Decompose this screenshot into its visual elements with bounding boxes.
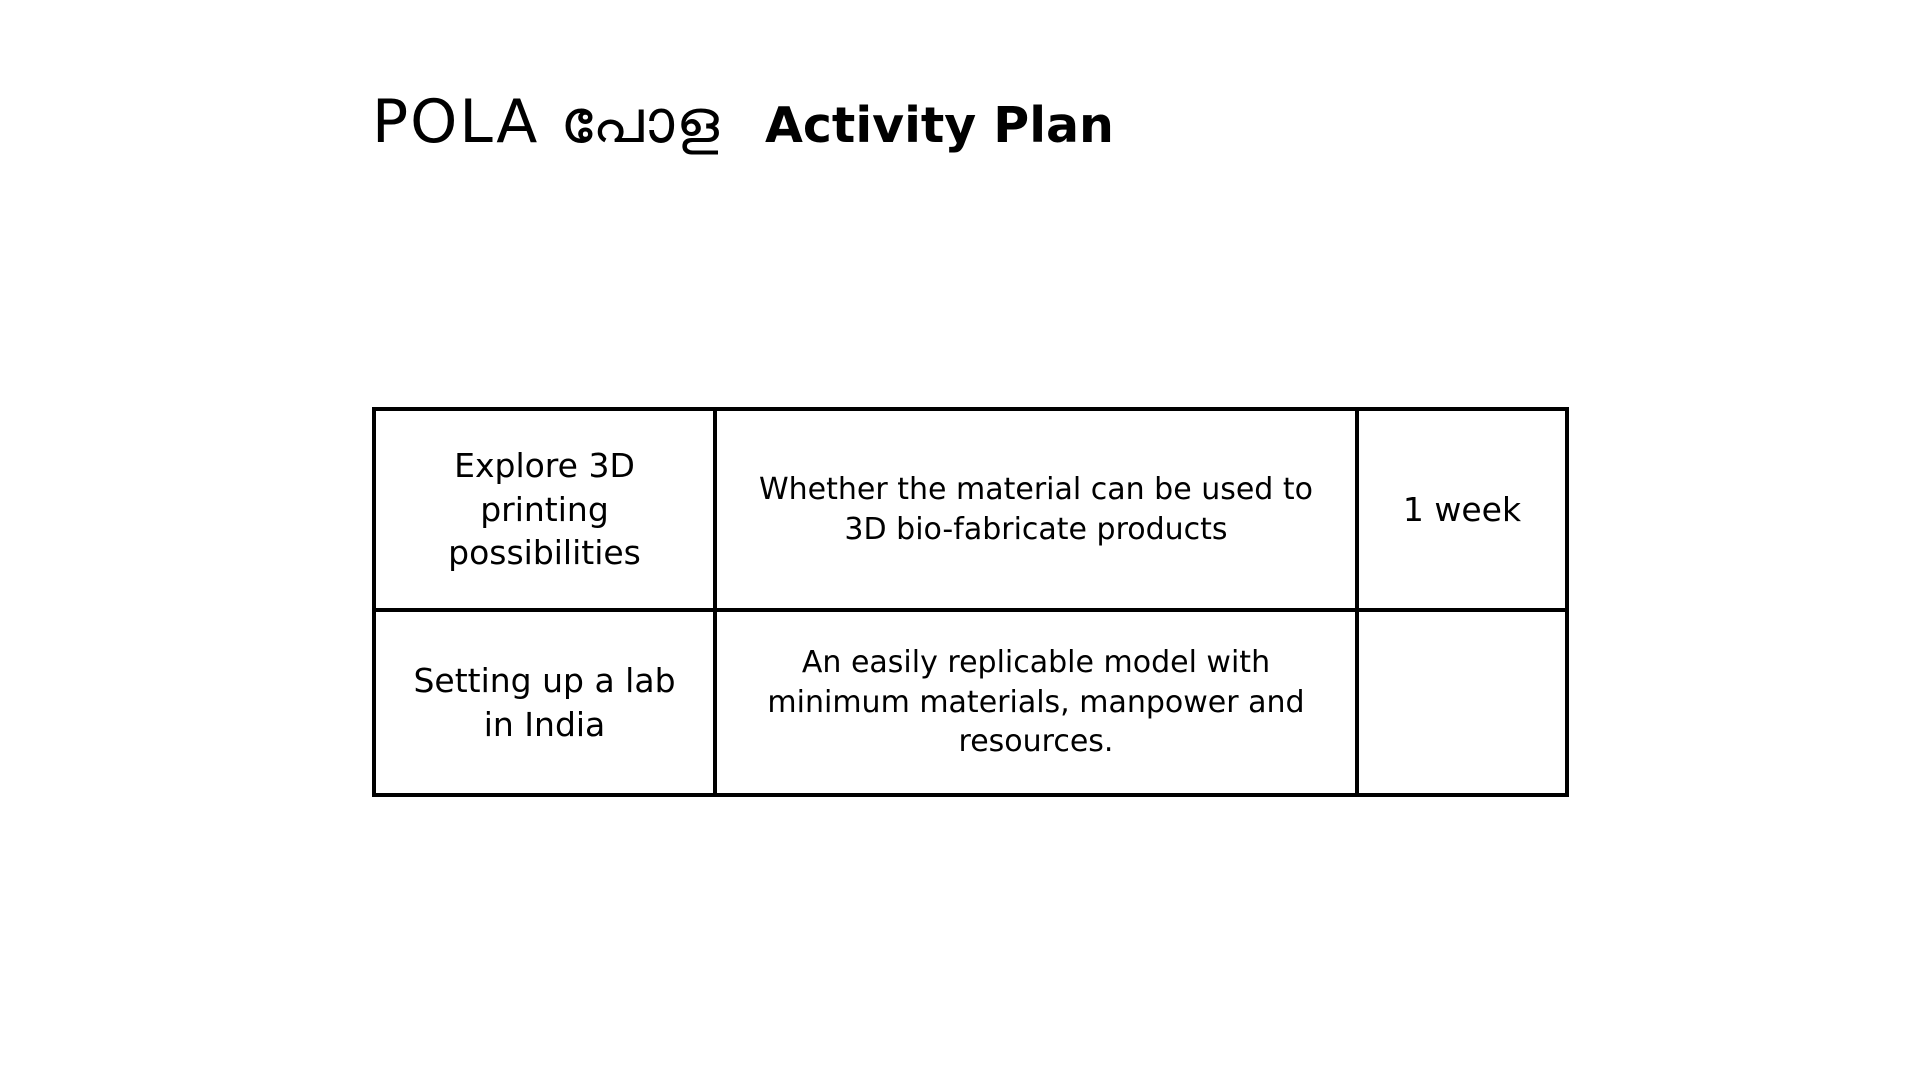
outcome-cell: An easily replicable model with minimum … — [713, 608, 1359, 797]
title-row: POLA പോള Activity Plan — [372, 92, 1114, 152]
brand-title: POLA പോള — [372, 87, 721, 157]
page-title: Activity Plan — [764, 97, 1114, 154]
activity-cell: Explore 3D printing possibilities — [372, 407, 717, 612]
table-row: Setting up a lab in India An easily repl… — [372, 608, 1569, 797]
activity-plan-table: Explore 3D printing possibilities Whethe… — [372, 407, 1569, 797]
outcome-cell: Whether the material can be used to 3D b… — [713, 407, 1359, 612]
table-row: Explore 3D printing possibilities Whethe… — [372, 407, 1569, 612]
duration-cell — [1355, 608, 1569, 797]
activity-cell: Setting up a lab in India — [372, 608, 717, 797]
duration-cell: 1 week — [1355, 407, 1569, 612]
